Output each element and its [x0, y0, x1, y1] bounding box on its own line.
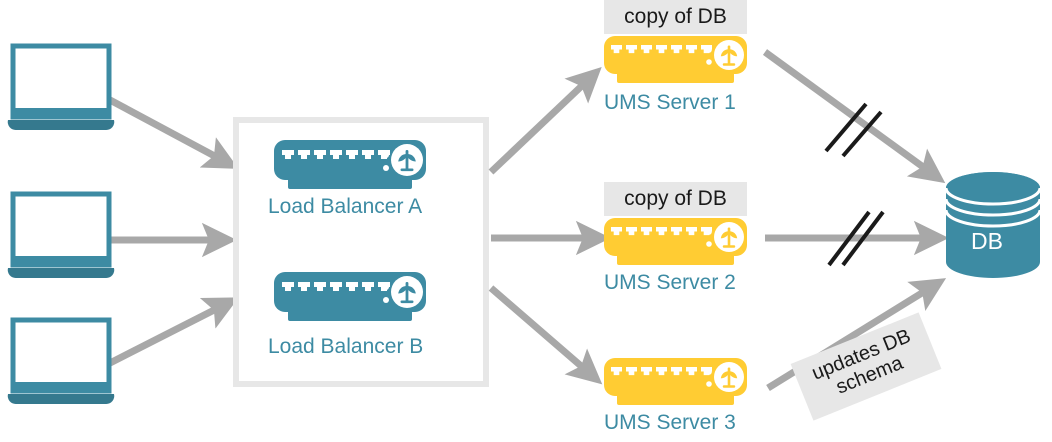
arrow-loadbalancers-to-ums-server-1: [488, 66, 602, 175]
network-tree-glyph: [398, 150, 416, 172]
label-ums-server-3: UMS Server 3: [604, 411, 736, 434]
network-tree-glyph: [398, 282, 416, 304]
arrow-ums-server-2-to-db: [765, 210, 949, 267]
label-load-balancer-a: Load Balancer A: [268, 195, 423, 218]
severed-link-slashes-2: [827, 210, 885, 267]
arrow-ums-server-1-to-db: [762, 49, 946, 184]
arrow-client3-to-loadbalancers: [108, 297, 239, 367]
network-tree-glyph: [720, 367, 738, 388]
laptop-icon-client-3: [7, 317, 115, 405]
server-icon-ums-server-3: [604, 358, 747, 405]
label-ums-server-2: UMS Server 2: [604, 271, 736, 294]
server-icon-ums-server-2: [604, 218, 747, 265]
label-load-balancer-b: Load Balancer B: [268, 335, 424, 358]
database-cylinder-icon: [944, 172, 1042, 278]
label-ums-server-1: UMS Server 1: [604, 91, 736, 114]
server-icon-load-balancer-a: [274, 140, 426, 189]
tag-copy-of-db-server-1: copy of DB: [604, 0, 747, 34]
label-database: DB: [971, 228, 1003, 254]
tag-copy-of-db-server-2: copy of DB: [604, 182, 747, 216]
server-icon-load-balancer-b: [274, 272, 426, 321]
arrow-client1-to-loadbalancers: [108, 96, 239, 169]
laptop-icon-client-1: [7, 43, 115, 131]
server-icon-ums-server-1: [604, 36, 747, 83]
network-tree-glyph: [720, 45, 738, 66]
severed-link-slashes-1: [824, 102, 883, 158]
network-tree-glyph: [720, 227, 738, 248]
laptop-icon-client-2: [7, 191, 115, 279]
arrow-loadbalancers-to-ums-server-3: [488, 285, 603, 385]
